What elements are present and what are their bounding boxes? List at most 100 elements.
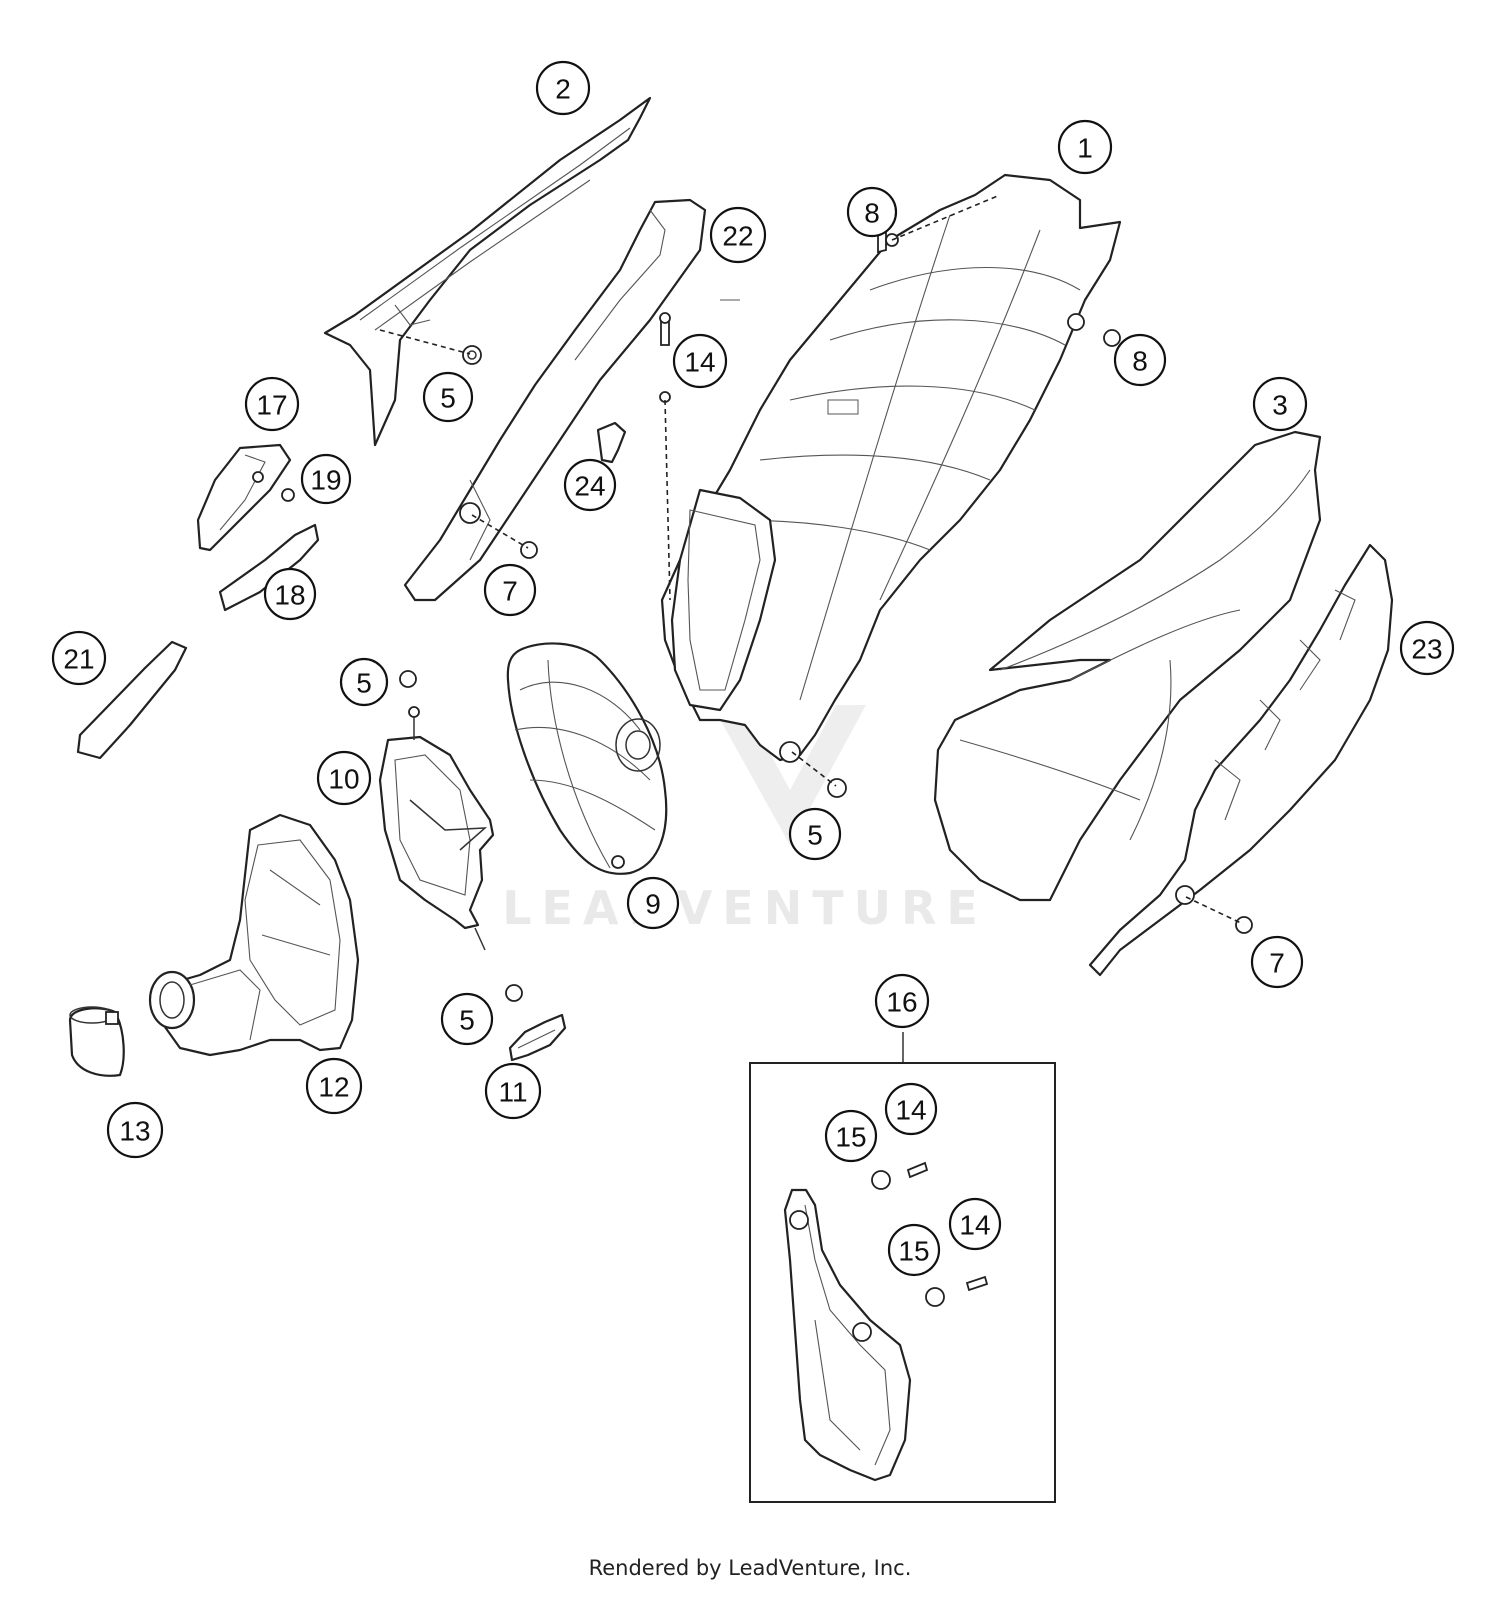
callout-label: 1 [1077,133,1093,164]
callout-c14c[interactable]: 14 [948,1197,1002,1251]
callout-label: 13 [119,1116,150,1147]
callout-label: 14 [895,1095,926,1126]
part-1-air-box[interactable] [660,173,1122,763]
callout-c3[interactable]: 3 [1252,376,1308,432]
callout-label: 8 [864,198,880,229]
part-13-hose-clamp[interactable] [68,1006,125,1077]
callout-circle [874,973,930,1029]
callout-label: 23 [1411,634,1442,665]
callout-c2[interactable]: 2 [535,60,591,116]
callout-c7b[interactable]: 7 [1250,935,1304,989]
callout-c15b[interactable]: 15 [887,1223,941,1277]
nut-5d[interactable] [505,984,523,1002]
nut-7a[interactable] [520,541,538,559]
callout-label: 9 [645,889,661,920]
nut-5c[interactable] [827,778,847,798]
callout-c14a[interactable]: 14 [672,333,728,389]
nut-5a[interactable] [462,345,482,365]
callout-circle [626,876,680,930]
part-18-strip[interactable] [218,523,320,612]
callout-c22[interactable]: 22 [709,206,767,264]
callout-circle [422,371,474,423]
callout-c8b[interactable]: 8 [1113,333,1167,387]
callout-c15a[interactable]: 15 [824,1109,878,1163]
callout-c12[interactable]: 12 [305,1057,363,1115]
callout-c1[interactable]: 1 [1057,119,1113,175]
part-12-intake-boot[interactable] [148,813,360,1057]
callout-circle [316,750,372,806]
callout-c10[interactable]: 10 [316,750,372,806]
callout-label: 14 [959,1210,990,1241]
callout-label: 5 [440,383,456,414]
callout-circle [484,1062,542,1120]
callout-circle [1057,119,1113,175]
callout-c8a[interactable]: 8 [846,186,898,238]
nut-5b[interactable] [399,670,417,688]
part-3-side-panel[interactable] [933,430,1322,902]
part-10-filter-cage[interactable] [378,706,495,951]
screw-19[interactable] [281,488,295,502]
callout-label: 5 [459,1005,475,1036]
callout-c7a[interactable]: 7 [483,563,537,617]
callout-c5b[interactable]: 5 [339,657,389,707]
callout-c19[interactable]: 19 [300,453,352,505]
callout-circle [1250,935,1304,989]
callout-label: 21 [63,644,94,675]
watermark: LEADVENTURE [502,646,988,935]
callout-circle [884,1082,938,1136]
part-16-kit[interactable] [749,1032,1056,1503]
callout-circle [1399,620,1455,676]
callout-c24[interactable]: 24 [563,458,617,512]
callout-label: 14 [684,347,715,378]
nut-8b[interactable] [1103,329,1121,347]
callout-c11[interactable]: 11 [484,1062,542,1120]
callout-label: 22 [722,221,753,252]
hardware [281,229,1253,1002]
callout-circle [788,807,842,861]
callout-label: 17 [256,390,287,421]
callout-c17[interactable]: 17 [244,376,300,432]
callout-label: 15 [898,1236,929,1267]
callout-circle [339,657,389,707]
callout-c5a[interactable]: 5 [422,371,474,423]
callout-circle [948,1197,1002,1251]
callout-c23[interactable]: 23 [1399,620,1455,676]
callout-label: 16 [886,987,917,1018]
callout-circle [1252,376,1308,432]
callout-circle [887,1223,941,1277]
nut-7b[interactable] [1235,916,1253,934]
callout-c9[interactable]: 9 [626,876,680,930]
part-22-side-rail[interactable] [403,198,707,602]
callout-c21[interactable]: 21 [51,630,107,686]
callout-label: 2 [555,74,571,105]
part-21-decal[interactable] [76,640,188,760]
callout-circle [106,1101,164,1159]
part-2-spoiler[interactable] [323,96,652,447]
assembly-lines [379,194,1244,925]
callout-label: 19 [310,465,341,496]
part-9-air-filter[interactable] [506,642,668,875]
callout-circle [263,567,317,621]
callout-circle [483,563,537,617]
callout-label: 7 [1269,948,1285,979]
part-11-clip[interactable] [508,1013,567,1062]
callout-label: 24 [574,471,605,502]
callout-c18[interactable]: 18 [263,567,317,621]
callout-label: 15 [835,1122,866,1153]
watermark-text: LEADVENTURE [502,881,988,935]
callout-label: 7 [502,576,518,607]
part-17-bracket[interactable] [196,443,292,552]
part-24-clip[interactable] [596,421,627,464]
callout-c14b[interactable]: 14 [884,1082,938,1136]
callout-c5c[interactable]: 5 [788,807,842,861]
callout-label: 11 [498,1077,527,1108]
callout-circle [51,630,107,686]
callout-circle [1113,333,1167,387]
callout-label: 8 [1132,346,1148,377]
callout-circle [824,1109,878,1163]
callout-c16[interactable]: 16 [874,973,930,1029]
callout-c13[interactable]: 13 [106,1101,164,1159]
callout-c5d[interactable]: 5 [440,992,494,1046]
callout-circle [535,60,591,116]
